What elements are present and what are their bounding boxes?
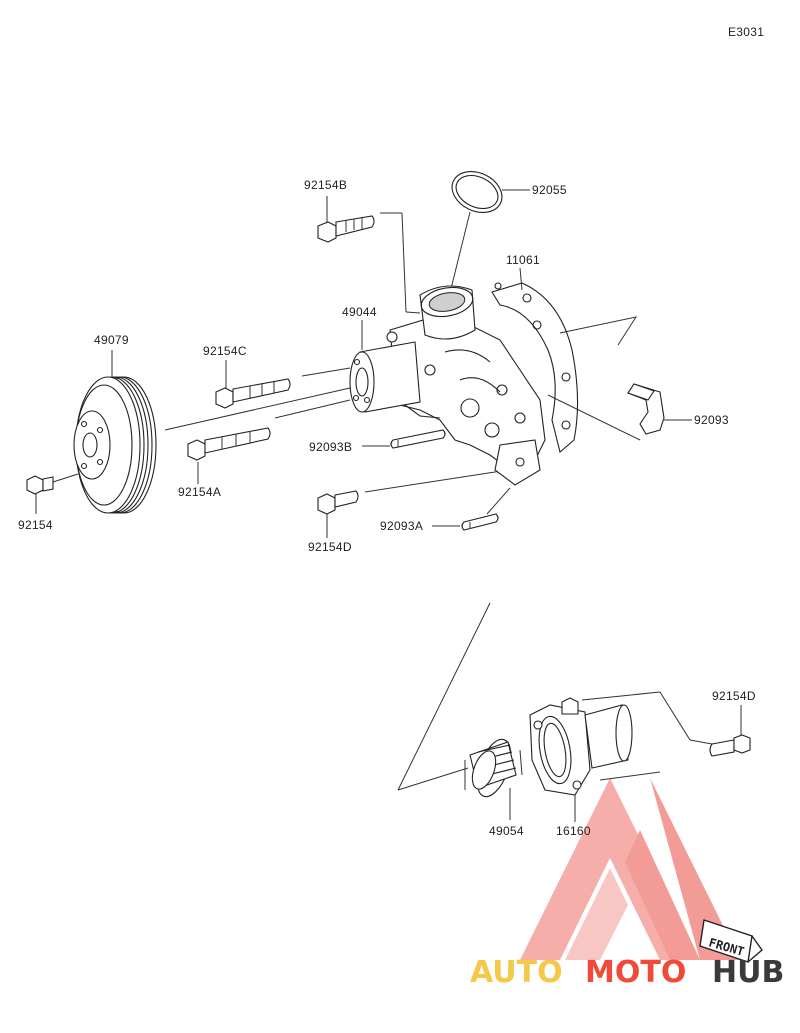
label-92093B: 92093B (309, 440, 352, 454)
bolt-92154C[interactable] (215, 378, 291, 409)
bolt-92154[interactable] (26, 475, 54, 495)
gasket-11061[interactable] (491, 282, 579, 453)
bolt-92154D[interactable] (317, 490, 359, 515)
label-92093: 92093 (694, 413, 729, 427)
label-49054: 49054 (489, 824, 524, 838)
label-16160: 16160 (556, 824, 591, 838)
label-49044: 49044 (342, 305, 377, 319)
thermostat-housing-16160[interactable] (529, 697, 633, 796)
bracket-92093[interactable] (627, 383, 665, 435)
bolt-92154D-right[interactable] (709, 734, 751, 757)
label-92055: 92055 (532, 183, 567, 197)
water-pump-49044[interactable] (349, 284, 546, 486)
watermark-logo (520, 778, 740, 960)
pin-92093B[interactable] (390, 429, 446, 449)
label-92154B: 92154B (304, 178, 347, 192)
label-92093A: 92093A (380, 519, 423, 533)
label-92154C: 92154C (203, 344, 247, 358)
label-92154: 92154 (18, 518, 53, 532)
watermark-moto: MOTO (585, 955, 686, 990)
label-11061: 11061 (506, 253, 540, 267)
label-92154D-right: 92154D (712, 689, 756, 703)
pulley-49079[interactable] (73, 376, 157, 514)
watermark-hub: HUB (712, 955, 784, 990)
bolt-92154A[interactable] (187, 427, 271, 461)
label-49079: 49079 (94, 333, 129, 347)
thermostat-49054[interactable] (464, 735, 523, 801)
o-ring-92055[interactable] (445, 164, 508, 220)
label-92154D-top: 92154D (308, 540, 352, 554)
watermark-text: AUTO MOTO HUB (470, 955, 784, 990)
bolt-92154B[interactable] (317, 215, 375, 243)
guide-lines (52, 212, 713, 791)
diagram-code: E3031 (728, 25, 764, 39)
label-92154A: 92154A (178, 485, 221, 499)
watermark-auto: AUTO (470, 955, 563, 990)
pin-92093A[interactable] (461, 513, 499, 531)
